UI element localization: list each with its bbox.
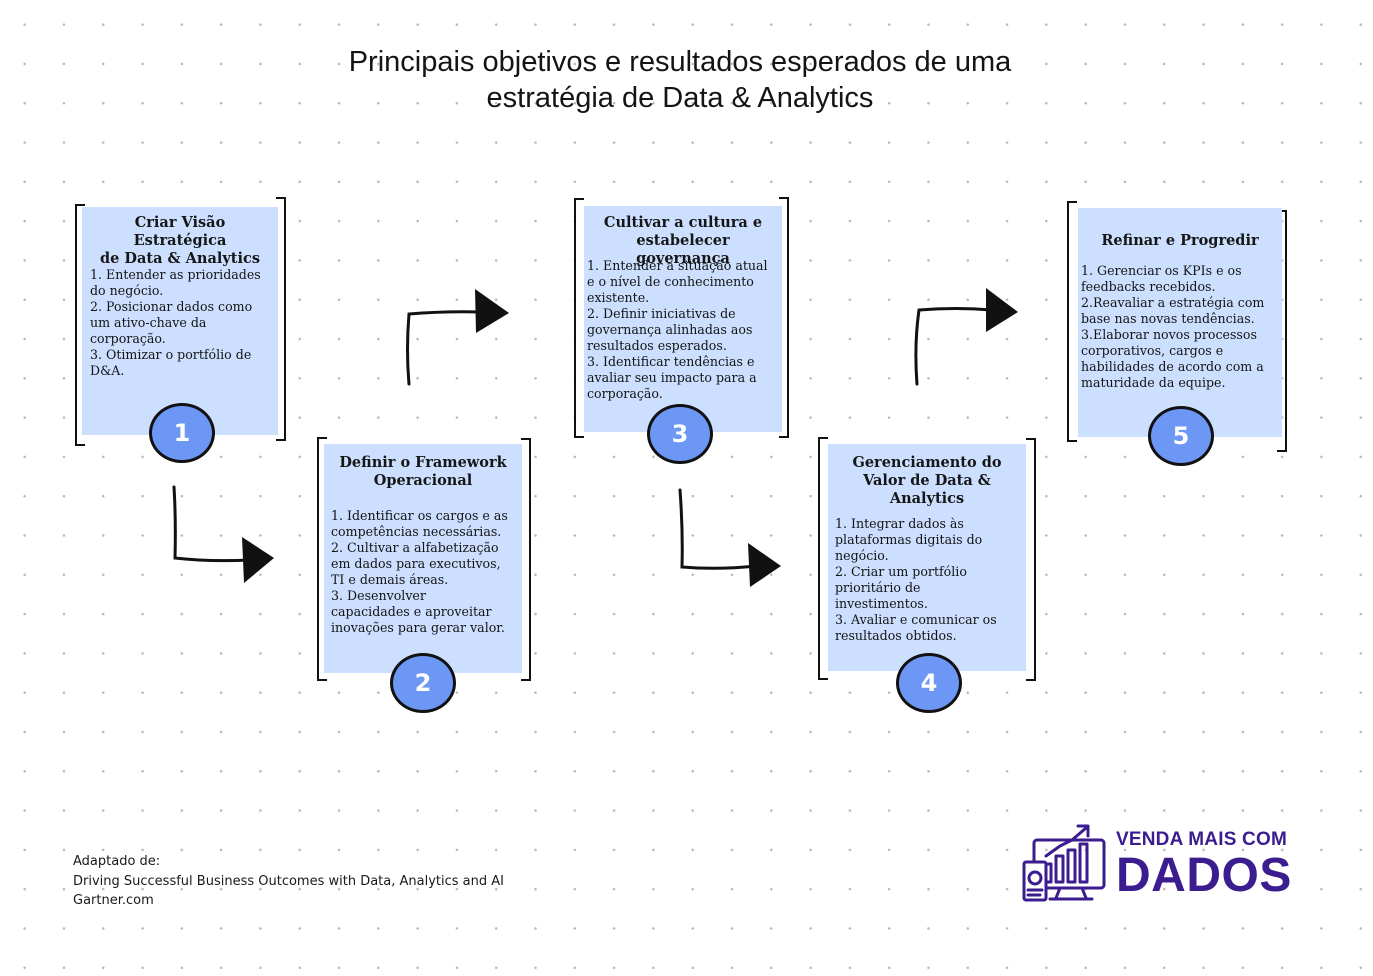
step-3-body-line: avaliar seu impacto para a [587,370,757,385]
step-4-title: Gerenciamento do Valor de Data & Analyti… [832,454,1022,508]
step-5-card: Refinar e Progredir 1. Gerenciar os KPIs… [1078,208,1282,437]
brand-logo-line-2: DADOS [1116,849,1292,902]
step-5-body-line: 2.Reavaliar a estratégia com [1081,295,1265,310]
arrow-3-to-4-icon [678,488,781,587]
step-2-body-line: 3. Desenvolver [331,588,426,603]
step-2-title: Definir o Framework Operacional [328,454,518,490]
step-4-body-line: negócio. [835,548,889,563]
step-4-left-bracket [818,437,828,680]
step-5-badge: 5 [1148,406,1214,466]
source-line-3: Gartner.com [73,893,154,908]
step-1-body-line: 1. Entender as prioridades [90,267,261,282]
source-line-1: Adaptado de: [73,854,161,869]
step-4-right-bracket [1026,438,1036,681]
step-3-body-line: 1. Entender a situação atual [587,258,768,273]
step-5-body-line: corporativos, cargos e [1081,343,1224,358]
step-3-body-line: e o nível de conhecimento [587,274,754,289]
step-1-title: Criar Visão Estratégica de Data & Analyt… [86,214,274,268]
step-5-left-bracket [1067,201,1077,442]
step-1-body-line: 2. Posicionar dados como [90,299,253,314]
step-5-body: 1. Gerenciar os KPIs e os feedbacks rece… [1081,263,1282,391]
step-3-left-bracket [574,198,584,438]
step-2-body-line: 1. Identificar os cargos e as [331,508,508,523]
step-2-card: Definir o Framework Operacional 1. Ident… [324,444,522,673]
step-4-body: 1. Integrar dados às plataformas digitai… [835,516,1025,644]
step-3-title: Cultivar a cultura e estabelecer governa… [588,214,778,268]
arrow-2-to-3-icon [406,289,509,386]
step-1-title-line: Criar Visão Estratégica [133,214,227,249]
step-1-body-line: D&A. [90,363,125,378]
step-4-body-line: 1. Integrar dados às [835,516,964,531]
step-2-body-line: competências necessárias. [331,524,502,539]
step-4-title-line: Gerenciamento do [852,454,1002,471]
step-4-body-line: 3. Avaliar e comunicar os [835,612,997,627]
arrow-1-to-2-icon [172,485,274,583]
step-1-right-bracket [276,197,286,441]
step-2-body: 1. Identificar os cargos e as competênci… [331,508,523,636]
step-3-title-line: Cultivar a cultura e [603,214,763,231]
step-2-left-bracket [317,437,327,681]
step-1-body: 1. Entender as prioridades do negócio. 2… [90,267,275,379]
step-5-body-line: feedbacks recebidos. [1081,279,1216,294]
step-5-right-bracket [1277,210,1287,452]
step-5-body-line: maturidade da equipe. [1081,375,1226,390]
step-3-badge: 3 [647,404,713,464]
step-3-body-line: existente. [587,290,650,305]
step-4-badge: 4 [896,653,962,713]
step-2-right-bracket [521,438,531,681]
step-4-body-line: prioritário de [835,580,921,595]
step-1-body-line: corporação. [90,331,166,346]
step-1-body-line: um ativo-chave da [90,315,207,330]
step-1-title-line: de Data & Analytics [100,250,260,267]
step-3-body: 1. Entender a situação atual e o nível d… [587,258,782,402]
step-1-badge: 1 [149,403,215,463]
step-1-left-bracket [75,204,85,446]
step-5-body-line: 1. Gerenciar os KPIs e os [1081,263,1242,278]
step-3-title-line: estabelecer governança [636,232,730,267]
step-2-body-line: TI e demais áreas. [331,572,449,587]
analytics-monitor-icon [1022,824,1106,902]
step-4-title-line: Valor de Data & [863,472,991,489]
page-title: Principais objetivos e resultados espera… [0,44,1360,116]
step-5-body-line: base nas novas tendências. [1081,311,1255,326]
step-2-body-line: em dados para executivos, [331,556,501,571]
step-3-body-line: resultados esperados. [587,338,727,353]
step-2-body-line: inovações para gerar valor. [331,620,505,635]
step-4-body-line: resultados obtidos. [835,628,957,643]
source-citation: Adaptado de: Driving Successful Business… [73,852,504,911]
step-5-title-line: Refinar e Progredir [1101,232,1259,249]
brand-logo-text: VENDA MAIS COM DADOS [1116,828,1292,900]
step-3-body-line: governança alinhadas aos [587,322,753,337]
source-line-2: Driving Successful Business Outcomes wit… [73,873,504,889]
step-4-body-line: investimentos. [835,596,928,611]
step-4-title-line: Analytics [889,490,965,507]
page-title-line-1: Principais objetivos e resultados espera… [348,46,1012,78]
step-3-right-bracket [779,197,789,438]
step-2-body-line: 2. Cultivar a alfabetização [331,540,499,555]
arrow-4-to-5-icon [914,288,1018,386]
step-3-body-line: 3. Identificar tendências e [587,354,755,369]
step-1-card: Criar Visão Estratégica de Data & Analyt… [82,207,278,435]
page-title-line-2: estratégia de Data & Analytics [486,82,874,114]
brand-logo-line-1: VENDA MAIS COM [1116,829,1287,850]
brand-logo: VENDA MAIS COM DADOS [1020,822,1300,912]
step-3-body-line: 2. Definir iniciativas de [587,306,736,321]
step-2-title-line: Operacional [373,472,473,489]
step-4-body-line: 2. Criar um portfólio [835,564,967,579]
step-1-body-line: 3. Otimizar o portfólio de [90,347,252,362]
step-5-title: Refinar e Progredir [1082,232,1278,250]
step-4-card: Gerenciamento do Valor de Data & Analyti… [828,444,1026,671]
step-5-body-line: habilidades de acordo com a [1081,359,1264,374]
step-2-title-line: Definir o Framework [339,454,507,471]
step-3-body-line: corporação. [587,386,663,401]
step-3-card: Cultivar a cultura e estabelecer governa… [584,206,782,432]
step-4-body-line: plataformas digitais do [835,532,983,547]
step-1-body-line: do negócio. [90,283,164,298]
step-5-body-line: 3.Elaborar novos processos [1081,327,1257,342]
step-2-body-line: capacidades e aproveitar [331,604,492,619]
step-2-badge: 2 [390,653,456,713]
